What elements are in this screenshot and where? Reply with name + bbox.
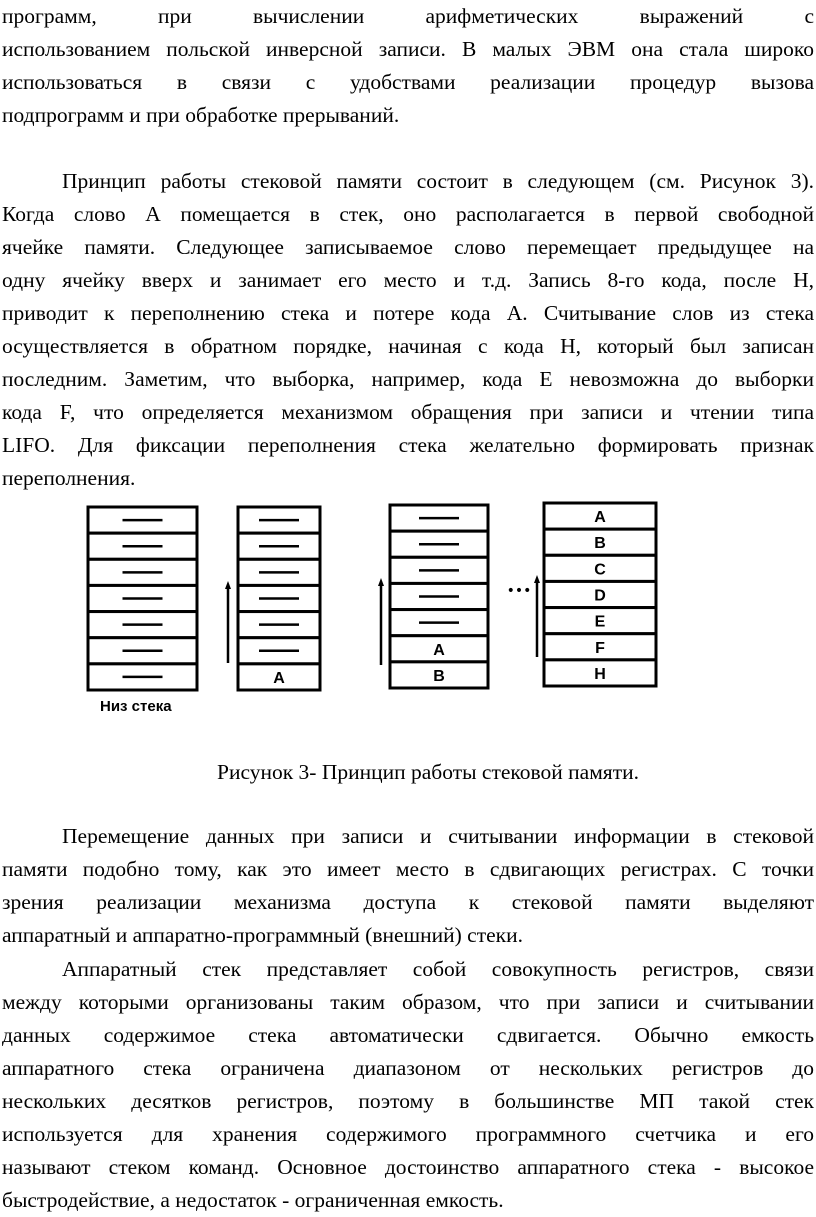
arrowhead-icon [534, 575, 540, 583]
text-line: одну ячейку вверх и занимает его место и… [2, 268, 814, 292]
paragraph-2: Принцип работы стековой памяти состоит в… [2, 165, 814, 495]
stack-cell-label: C [594, 561, 606, 578]
text-line: осуществляется в обратном порядке, начин… [2, 334, 814, 358]
text-line: ячейке памяти. Следующее записываемое сл… [2, 235, 814, 259]
stack-cell [542, 632, 658, 662]
text-line: переполнения. [2, 466, 136, 490]
text-line: приводит к переполнению стека и потере к… [2, 301, 814, 325]
text-line: аппаратного стека ограничена диапазоном … [2, 1056, 814, 1080]
stack-bottom-label: Низ стека [100, 698, 172, 715]
paragraph-1: программ, при вычислении арифметических … [2, 0, 814, 132]
text-line: Когда слово А помещается в стек, оно рас… [2, 202, 814, 226]
text-line: программ, при вычислении арифметических … [2, 4, 814, 28]
stack-cell [542, 501, 658, 531]
stack-cell [236, 662, 322, 692]
stack-cell [542, 579, 658, 610]
text-line: называют стеком команд. Основное достоин… [2, 1155, 814, 1179]
text-line: аппаратный и аппаратно-программный (внеш… [2, 923, 523, 947]
stack-cell-label: F [595, 640, 605, 657]
text-line: быстродействие, а недостаток - ограничен… [2, 1188, 504, 1212]
text-line: использоваться в связи с удобствами реал… [2, 70, 814, 94]
stack-cell-label: D [594, 588, 606, 605]
stack-cell-label: H [594, 666, 606, 683]
stack-cell-label: A [273, 670, 285, 687]
figure-caption: Рисунок 3- Принцип работы стековой памят… [217, 760, 639, 784]
stack-cell [542, 606, 658, 636]
text-line: LIFO. Для фиксации переполнения стека же… [2, 433, 814, 457]
text-line: использованием польской инверсной записи… [2, 37, 814, 61]
text-line: данных содержимое стека автоматически сд… [2, 1023, 814, 1047]
stack-cell-label: A [433, 642, 445, 659]
stack-cell [542, 658, 658, 688]
arrowhead-icon [225, 581, 231, 589]
stack-cell-label: B [594, 535, 606, 552]
text-line: между которыми организованы таким образо… [2, 990, 814, 1014]
paragraph-4: Аппаратный стек представляет собой совок… [2, 953, 814, 1217]
text-line: Принцип работы стековой памяти состоит в… [62, 169, 814, 193]
stack-cell-label: B [433, 668, 445, 685]
text-line: кода F, что определяется механизмом обра… [2, 400, 814, 424]
stack-cell-label: A [594, 509, 606, 526]
stack-cell [542, 553, 658, 583]
stack-cell [542, 527, 658, 557]
text-line: используется для хранения содержимого пр… [2, 1122, 814, 1146]
arrowhead-icon [378, 578, 384, 586]
text-line: памяти подобно тому, как это имеет место… [2, 857, 814, 881]
paragraph-3: Перемещение данных при записи и считыван… [2, 820, 814, 952]
ellipsis-dots: ••• [507, 583, 532, 599]
text-line: Аппаратный стек представляет собой совок… [62, 957, 814, 981]
text-line: зрения реализации механизма доступа к ст… [2, 890, 814, 914]
text-line: Перемещение данных при записи и считыван… [62, 824, 814, 848]
stack-cell [388, 660, 490, 690]
text-line: нескольких десятков регистров, поэтому в… [2, 1089, 814, 1113]
stack-cell-label: E [595, 614, 606, 631]
text-line: подпрограмм и при обработке прерываний. [2, 103, 400, 127]
text-line: последним. Заметим, что выборка, наприме… [2, 367, 814, 391]
